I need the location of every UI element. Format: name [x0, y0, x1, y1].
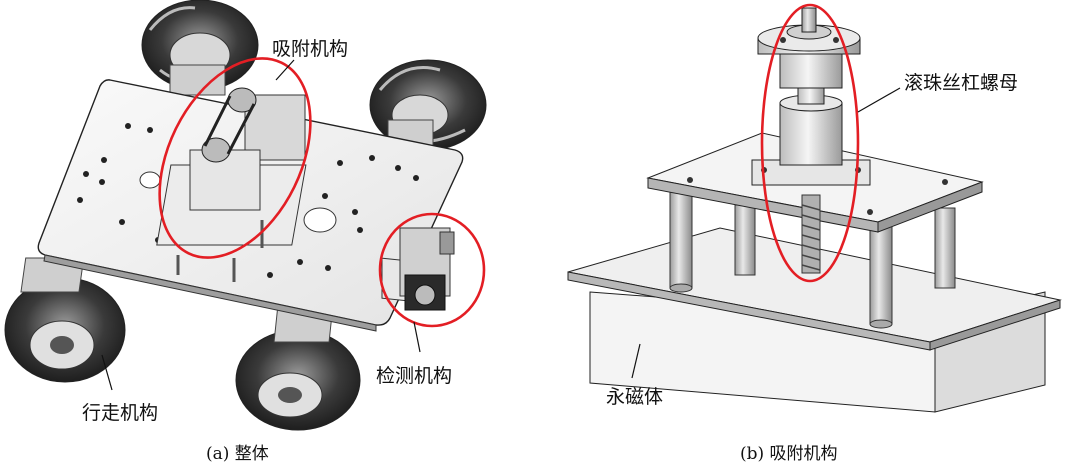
ball-screw-shaft [801, 194, 821, 274]
adsorption-mechanism-drawing [567, 3, 1062, 413]
plate-holes [77, 123, 419, 278]
support-columns [669, 189, 956, 329]
mecanum-wheel-bottom-left [4, 277, 126, 383]
caption-b: (b) 吸附机构 [740, 444, 838, 464]
nut-highlight-ellipse [760, 3, 860, 283]
label-detection-mechanism: 检测机构 [376, 365, 453, 387]
detection-highlight-ellipse [378, 212, 486, 328]
label-walking-mechanism: 行走机构 [82, 402, 159, 424]
label-ball-screw-nut: 滚珠丝杠螺母 [904, 72, 1019, 94]
nut-leader-line [857, 87, 901, 113]
plate-cutout [303, 207, 337, 233]
ball-screw-nut-part [751, 7, 871, 186]
magnet-leader-line [631, 343, 641, 379]
adsorption-highlight-ellipse [158, 57, 312, 259]
caption-a: (a) 整体 [206, 444, 269, 464]
mecanum-wheel-bottom-right [235, 329, 361, 431]
walking-leader-line [101, 354, 113, 391]
adsorption-leader-line [275, 59, 295, 81]
detection-mechanism-part [381, 227, 455, 311]
label-adsorption-mechanism: 吸附机构 [272, 38, 349, 60]
robot-overall-drawing [4, 0, 487, 431]
figure-a-overall: 吸附机构 检测机构 行走机构 (a) 整体 [4, 0, 487, 464]
label-permanent-magnet: 永磁体 [606, 386, 664, 408]
detection-leader-line [413, 321, 421, 353]
figure-b-adsorption: 滚珠丝杠螺母 永磁体 (b) 吸附机构 [540, 0, 1065, 465]
